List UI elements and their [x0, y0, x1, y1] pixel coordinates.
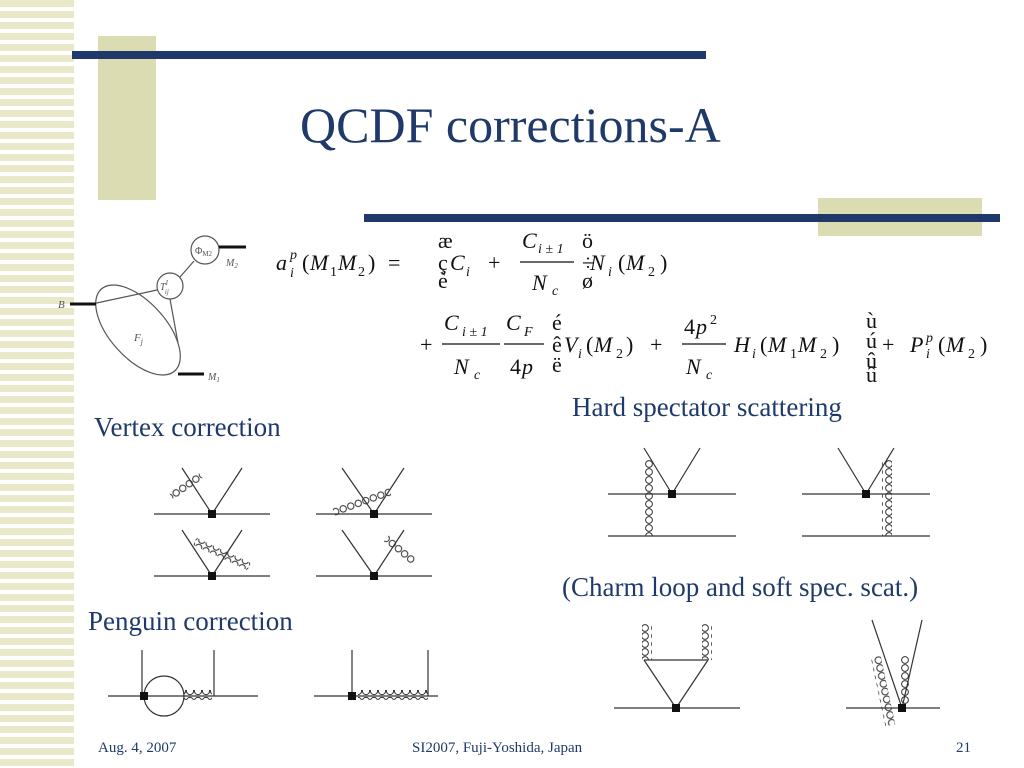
svg-text:ö: ö	[582, 228, 593, 253]
svg-text:N: N	[685, 354, 702, 379]
title-bar-middle	[364, 214, 1000, 222]
svg-text:2: 2	[616, 347, 623, 362]
svg-text:F: F	[523, 325, 533, 340]
svg-text:): )	[832, 332, 839, 357]
vertex-correction-diagrams	[154, 467, 432, 580]
svg-text:i: i	[608, 265, 612, 280]
svg-text:+: +	[882, 332, 894, 357]
svg-text:p: p	[289, 248, 297, 263]
svg-text:ø: ø	[582, 268, 593, 293]
svg-text:i: i	[290, 266, 294, 281]
decorative-tan-block-top	[98, 36, 156, 200]
svg-text:Fj: Fj	[133, 332, 144, 346]
svg-text:M: M	[625, 250, 646, 275]
svg-text:ë: ë	[552, 352, 562, 377]
svg-text:é: é	[552, 310, 562, 335]
svg-text:+: +	[420, 332, 432, 357]
svg-text:ΦM2: ΦM2	[195, 246, 213, 258]
svg-text:2: 2	[710, 313, 717, 328]
svg-text:ç: ç	[438, 250, 448, 275]
footer-conference: SI2007, Fuji-Yoshida, Japan	[412, 740, 583, 756]
svg-text:û: û	[866, 362, 877, 387]
vertex-correction-caption: Vertex correction	[94, 412, 281, 442]
svg-text:M: M	[797, 332, 818, 357]
svg-text:c: c	[706, 368, 713, 383]
hard-spectator-caption: Hard spectator scattering	[572, 392, 842, 422]
penguin-correction-caption: Penguin correction	[88, 606, 293, 636]
svg-text:+: +	[488, 250, 500, 275]
hard-spectator-diagrams	[608, 447, 930, 537]
svg-text:(: (	[302, 250, 309, 275]
title-bar-top	[72, 51, 706, 59]
decorative-stripes	[0, 0, 74, 768]
svg-text:N: N	[531, 270, 548, 295]
equation-line-1: a p i ( M 1 M 2 ) = æ ç è C i + C i ± 1 …	[276, 228, 667, 299]
svg-text:=: =	[388, 250, 400, 275]
svg-text:N: N	[453, 354, 470, 379]
svg-text:c: c	[552, 284, 559, 299]
svg-text:2: 2	[648, 265, 655, 280]
svg-text:V: V	[564, 332, 580, 357]
penguin-correction-diagrams	[108, 650, 438, 717]
svg-text:2: 2	[968, 347, 975, 362]
svg-text:): )	[368, 250, 375, 275]
svg-text:a: a	[276, 250, 287, 275]
svg-text:÷: ÷	[582, 250, 594, 275]
svg-text:(: (	[760, 332, 767, 357]
equation-line-2: + C i ± 1 N c C F 4 p é ê ë V i ( M 2 ) …	[420, 308, 987, 387]
svg-text:p: p	[694, 314, 707, 339]
svg-text:+: +	[650, 332, 662, 357]
footer-date: Aug. 4, 2007	[98, 740, 177, 756]
svg-text:M: M	[767, 332, 788, 357]
svg-text:C: C	[450, 250, 465, 275]
svg-text:M: M	[309, 250, 330, 275]
svg-text:C: C	[506, 310, 521, 335]
footer-page-number: 21	[956, 740, 971, 756]
svg-text:(: (	[618, 250, 625, 275]
svg-text:ê: ê	[552, 332, 562, 357]
svg-text:i: i	[466, 265, 470, 280]
svg-text:p: p	[925, 331, 933, 346]
svg-text:M1: M1	[207, 372, 220, 384]
svg-text:): )	[660, 250, 667, 275]
svg-text:i ± 1: i ± 1	[538, 242, 564, 257]
slide-title: QCDF corrections-A	[300, 97, 721, 153]
svg-text:i ± 1: i ± 1	[462, 325, 488, 340]
charm-loop-diagrams	[614, 619, 940, 726]
svg-text:(: (	[938, 332, 945, 357]
svg-text:1: 1	[790, 347, 797, 362]
svg-text:ù: ù	[866, 308, 877, 333]
svg-text:4: 4	[684, 314, 695, 339]
svg-text:C: C	[444, 310, 459, 335]
charm-loop-caption: (Charm loop and soft spec. scat.)	[562, 572, 919, 602]
svg-text:1: 1	[330, 265, 337, 280]
svg-text:): )	[626, 332, 633, 357]
svg-text:M2: M2	[225, 258, 238, 270]
svg-text:M: M	[945, 332, 966, 357]
svg-text:c: c	[474, 368, 481, 383]
svg-text:i: i	[578, 347, 582, 362]
svg-text:H: H	[733, 332, 751, 357]
svg-text:M: M	[593, 332, 614, 357]
svg-text:C: C	[522, 228, 537, 253]
svg-text:(: (	[586, 332, 593, 357]
svg-text:B: B	[58, 299, 65, 311]
svg-text:p: p	[520, 354, 533, 379]
svg-text:è: è	[438, 268, 448, 293]
svg-text:i: i	[926, 347, 930, 362]
svg-text:P: P	[909, 332, 923, 357]
svg-text:2: 2	[820, 347, 827, 362]
svg-text:N: N	[589, 250, 606, 275]
svg-text:2: 2	[358, 265, 365, 280]
svg-text:ú: ú	[866, 328, 877, 353]
svg-text:M: M	[337, 250, 358, 275]
svg-text:i: i	[752, 347, 756, 362]
svg-text:4: 4	[510, 354, 521, 379]
svg-text:û: û	[866, 348, 877, 373]
svg-text:æ: æ	[438, 228, 453, 253]
svg-text:): )	[980, 332, 987, 357]
